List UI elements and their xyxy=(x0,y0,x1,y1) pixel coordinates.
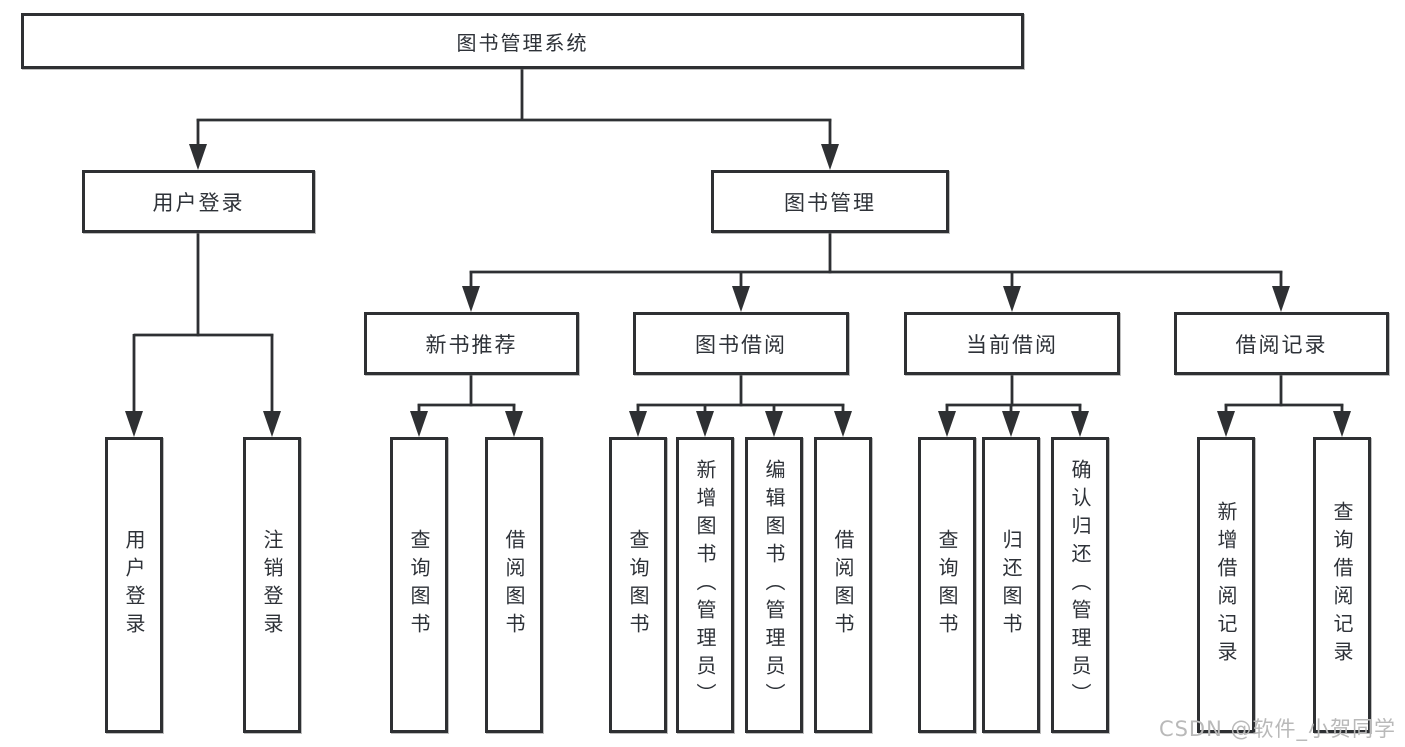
leaf-query-books-borrow: 查询图书 xyxy=(609,437,667,733)
leaf-edit-book-admin: 编辑图书（管理员） xyxy=(745,437,803,733)
leaf-return-book: 归还图书 xyxy=(982,437,1040,733)
leaf-user-login: 用户登录 xyxy=(105,437,163,733)
leaf-confirm-return-admin: 确认归还（管理员） xyxy=(1051,437,1109,733)
node-book-management: 图书管理 xyxy=(711,170,949,233)
leaf-query-books-recommend: 查询图书 xyxy=(390,437,448,733)
node-new-book-recommend: 新书推荐 xyxy=(364,312,579,375)
csdn-watermark: CSDN @软件_小贺同学 xyxy=(1158,717,1396,741)
arrowheads xyxy=(125,144,1351,437)
leaf-query-borrow-record: 查询借阅记录 xyxy=(1313,437,1371,733)
node-current-borrow: 当前借阅 xyxy=(904,312,1120,375)
leaf-logout: 注销登录 xyxy=(243,437,301,733)
node-user-login: 用户登录 xyxy=(82,170,315,233)
node-borrow-records: 借阅记录 xyxy=(1174,312,1389,375)
leaf-add-borrow-record: 新增借阅记录 xyxy=(1197,437,1255,733)
leaf-add-book-admin: 新增图书（管理员） xyxy=(676,437,734,733)
leaf-borrow-books: 借阅图书 xyxy=(814,437,872,733)
node-book-borrow: 图书借阅 xyxy=(633,312,849,375)
leaf-query-books-current: 查询图书 xyxy=(918,437,976,733)
leaf-borrow-books-recommend: 借阅图书 xyxy=(485,437,543,733)
node-library-system: 图书管理系统 xyxy=(21,13,1024,69)
